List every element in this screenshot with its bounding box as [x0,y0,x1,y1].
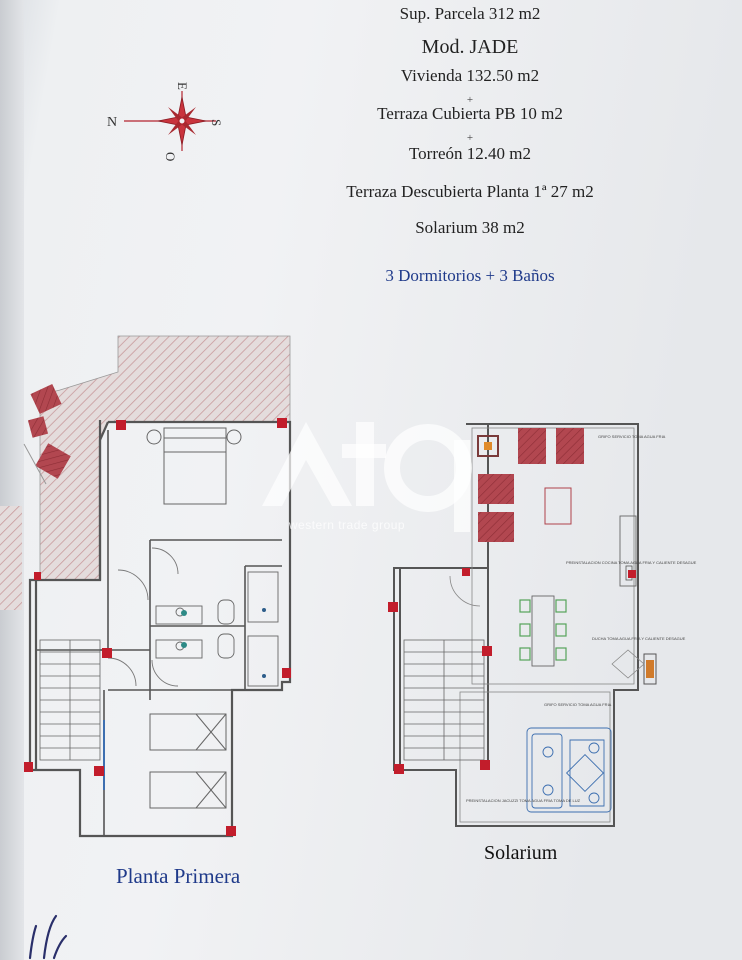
kitchen-counter [619,515,637,587]
compass-e: E [175,82,190,90]
compass-n: N [107,115,117,130]
plus-sign-1: + [466,94,474,106]
terrace-sunbed [35,443,71,479]
side-terrace-hatch [0,506,22,610]
dining-set [519,595,567,667]
note-service-1: GRIFO SERVICIO TOMA AGUA FRIA [598,434,666,439]
fireplace [477,435,499,457]
note-kitchen: PREINSTALACION COCINA TOMA AGUA FRIA Y C… [566,560,697,565]
outdoor-shower [643,653,657,685]
model-name: Mod. JADE [421,36,519,58]
watermark-text: western trade group [288,518,406,532]
jacuzzi [526,727,612,813]
compass-s: S [209,119,224,126]
rooms-summary: 3 Dormitorios + 3 Baños [385,266,555,285]
plus-sign-2: + [466,132,474,144]
solarium-columns [388,568,636,774]
open-terrace-area: Terraza Descubierta Planta 1ª 27 m2 [346,182,594,201]
covered-terrace-area: Terraza Cubierta PB 10 m2 [377,104,563,123]
single-beds [149,713,227,809]
caption-solarium: Solarium [484,842,558,864]
terrace-chair [27,416,49,438]
terrace-chair [30,383,62,415]
bathrooms [155,571,279,687]
side-table [544,487,572,525]
compass-o: O [163,152,178,161]
open-terrace-hatch [39,335,291,581]
first-floor-plan [0,335,292,838]
solarium-stairs [403,639,485,761]
solarium-area: Solarium 38 m2 [415,218,525,237]
solarium-loungers [478,428,584,542]
page-binding [0,0,24,960]
caption-first-floor: Planta Primera [116,864,241,888]
dwelling-area: Vivienda 132.50 m2 [400,66,540,85]
signature-mark [28,914,68,960]
note-jacuzzi: PREINSTALACION JACUZZI TOMA AGUA FRIA TO… [466,798,581,803]
note-service-2: GRIFO SERVICIO TOMA AGUA FRIA [544,702,612,707]
first-floor-stairs [39,639,101,761]
master-bed [146,427,242,505]
note-shower: DUCHA TOMA AGUA FRIA Y CALIENTE DESAGUE [592,636,686,641]
solarium-plan: GRIFO SERVICIO TOMA AGUA FRIA PREINSTALA… [388,423,697,827]
parcel-area: Sup. Parcela 312 m2 [399,4,541,23]
tower-area: Torreón 12.40 m2 [408,144,532,163]
